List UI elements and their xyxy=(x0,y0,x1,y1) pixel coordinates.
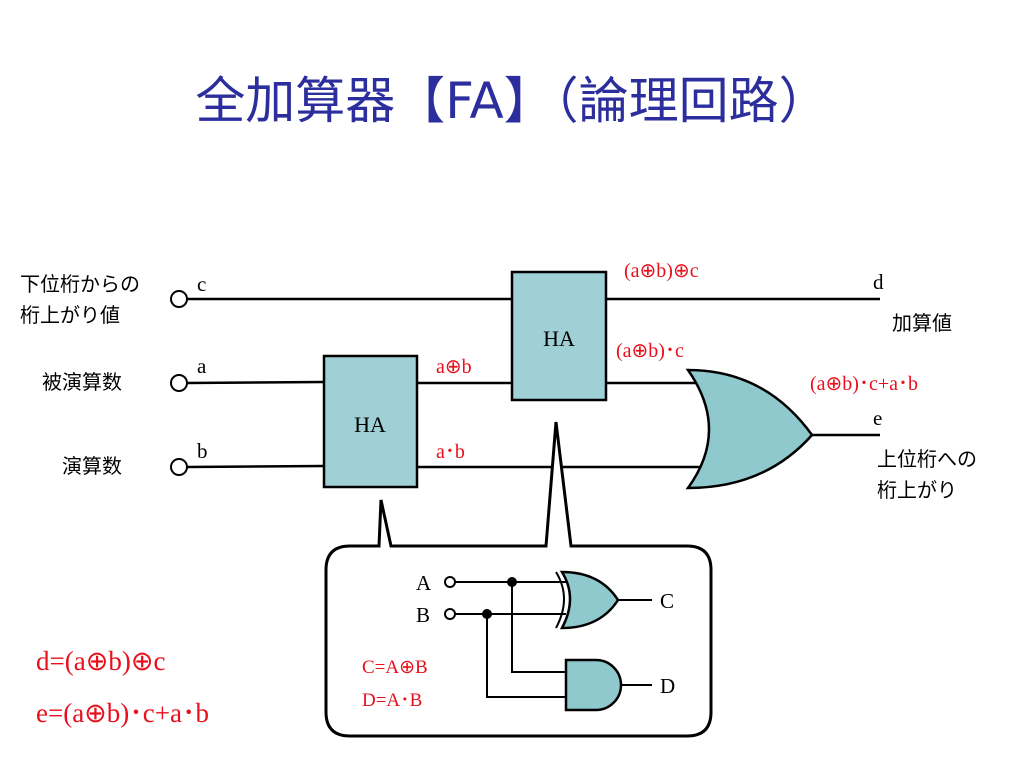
xor-gate xyxy=(559,570,620,630)
detail-output-C-label: C xyxy=(660,589,674,613)
equation-e: e=(a⊕b)･c+a･b xyxy=(36,698,209,728)
wire-b xyxy=(186,464,325,469)
terminal-c xyxy=(170,290,188,308)
detail-input-A-label: A xyxy=(416,571,432,595)
wire-a xyxy=(186,380,325,385)
half-adder-1-label: HA xyxy=(354,412,386,437)
addend-label: 演算数 xyxy=(62,454,122,478)
augend-label: 被演算数 xyxy=(42,370,122,394)
carry-out-label-2: 桁上がり xyxy=(877,478,957,502)
ha2-carry-expression: (a⊕b)･c xyxy=(616,340,684,362)
sum-label: 加算値 xyxy=(892,311,952,335)
junction-A xyxy=(507,577,517,587)
wire-A-to-and xyxy=(511,582,566,673)
carry-in-label-2: 桁上がり値 xyxy=(20,303,120,327)
equation-d: d=(a⊕b)⊕c xyxy=(36,646,165,676)
wire-B-to-and xyxy=(486,614,566,698)
sum-expression: (a⊕b)⊕c xyxy=(624,260,699,282)
detail-output-D-label: D xyxy=(660,674,675,698)
terminal-A xyxy=(444,576,456,588)
detail-callout xyxy=(324,421,713,738)
a-and-b-expression: a･b xyxy=(436,441,465,463)
and-gate xyxy=(564,658,623,712)
terminal-a xyxy=(170,374,188,392)
output-d-label: d xyxy=(873,270,884,294)
carry-out-label-1: 上位桁への xyxy=(877,447,977,471)
terminal-B xyxy=(444,608,456,620)
output-e-label: e xyxy=(873,406,882,430)
terminal-b xyxy=(170,458,188,476)
half-adder-1 xyxy=(322,354,419,489)
xor-gate-back-curve xyxy=(555,571,565,629)
half-adder-2-label: HA xyxy=(543,326,575,351)
detail-input-B-label: B xyxy=(416,603,430,627)
input-b-label: b xyxy=(197,439,208,463)
half-adder-2 xyxy=(510,270,608,402)
carry-in-label-1: 下位桁からの xyxy=(20,272,140,296)
input-c-label: c xyxy=(197,272,206,296)
junction-B xyxy=(482,609,492,619)
page-title: 全加算器【FA】（論理回路） xyxy=(195,72,828,130)
input-a-label: a xyxy=(197,354,207,378)
carry-expression: (a⊕b)･c+a･b xyxy=(810,373,918,395)
or-gate xyxy=(685,368,814,490)
detail-equation-D: D=A･B xyxy=(362,690,422,711)
detail-equation-C: C=A⊕B xyxy=(362,657,428,678)
a-xor-b-expression: a⊕b xyxy=(436,356,472,378)
